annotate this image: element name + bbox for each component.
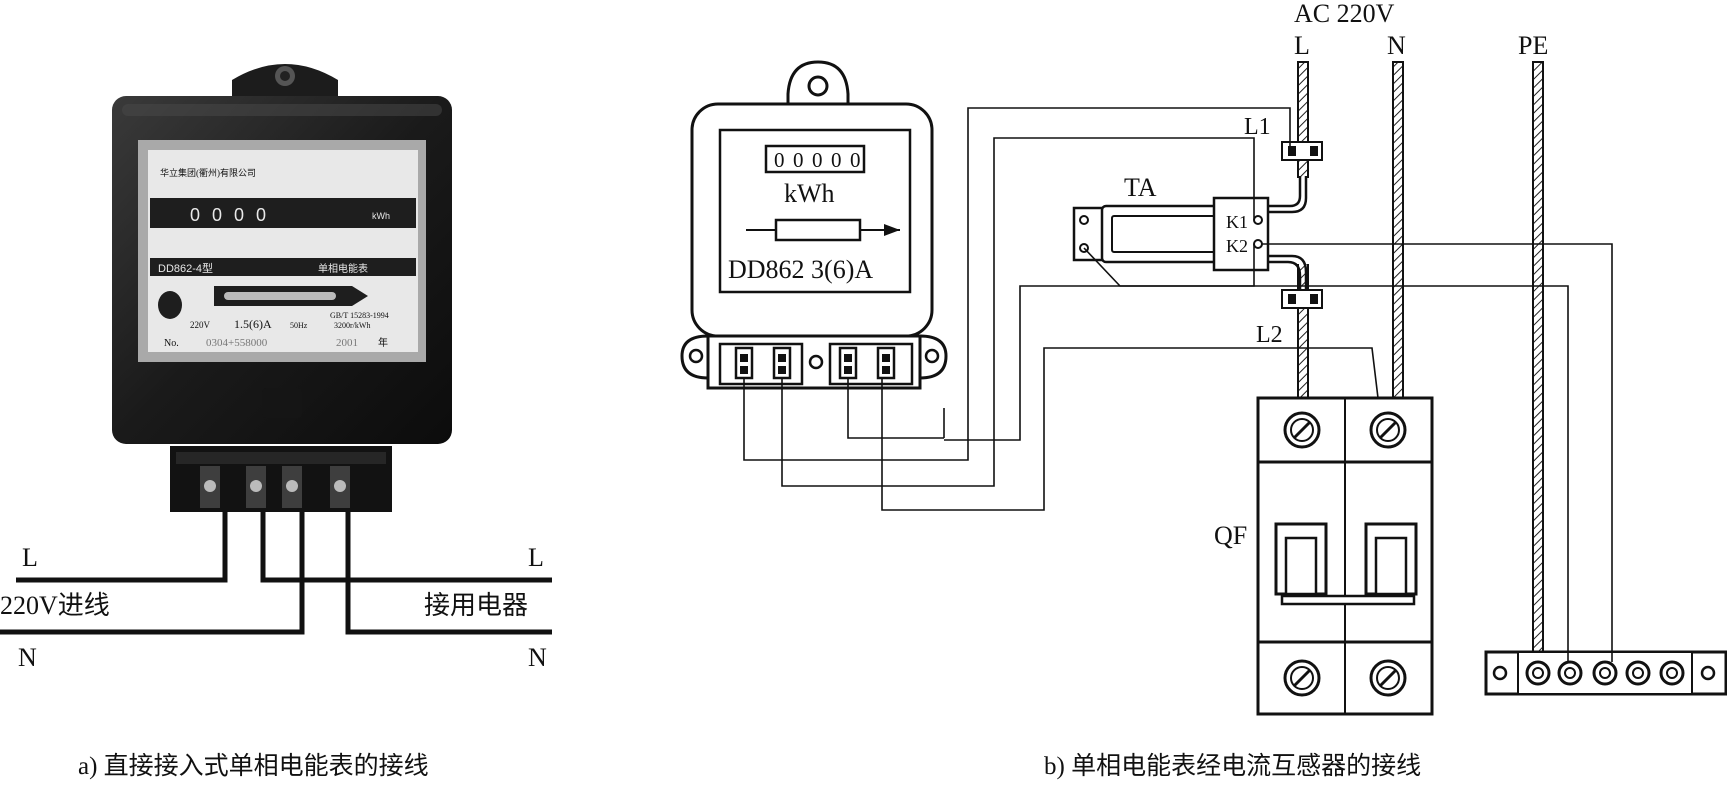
pe-screws <box>1525 660 1685 686</box>
label-output-N: N <box>528 643 547 672</box>
supply-PE-label: PE <box>1518 31 1548 60</box>
nameplate-current: 1.5(6)A <box>234 317 272 331</box>
meter-unit: kWh <box>784 179 835 208</box>
meter-model: DD862 3(6)A <box>728 255 873 284</box>
nameplate-standard: GB/T 15283-1994 <box>330 311 389 320</box>
nameplate-voltage: 220V <box>190 320 211 330</box>
breaker-screws <box>1283 411 1407 697</box>
nameplate-year: 2001 <box>336 337 358 349</box>
direct-meter-wires <box>0 512 552 635</box>
schematic-terminals <box>734 346 896 380</box>
label-L2: L2 <box>1256 322 1283 348</box>
supply-title: AC 220V <box>1294 0 1395 28</box>
terminal-screws <box>200 466 350 508</box>
breaker-handles <box>1274 522 1418 606</box>
current-transformer <box>1072 196 1270 272</box>
schematic-meter: 0 0 0 0 0 kWh DD862 3(6)A <box>680 60 948 390</box>
terminal-block-left <box>170 446 392 512</box>
direct-meter: 华立集团(衢州)有限公司 0000 kWh DD862-4型 单相电能表 GB/… <box>0 64 552 635</box>
nameplate-model: DD862-4型 <box>158 261 213 275</box>
nameplate-type: 单相电能表 <box>318 262 368 275</box>
label-TA: TA <box>1124 173 1157 202</box>
label-input-L: L <box>22 543 38 572</box>
breaker-QF <box>1256 396 1434 716</box>
register-digit: 0 <box>850 148 861 172</box>
label-input-220v: 220V进线 <box>0 591 110 620</box>
label-output-appliance: 接用电器 <box>424 591 528 620</box>
nameplate-frequency: 50Hz <box>290 321 308 330</box>
primary-loop <box>1268 176 1308 300</box>
nameplate-serial-prefix: No. <box>164 338 179 349</box>
pe-terminal-bar <box>1484 650 1727 696</box>
nameplate-year-unit: 年 <box>378 336 388 349</box>
caption-b: b) 单相电能表经电流互感器的接线 <box>1044 752 1421 780</box>
label-K2: K2 <box>1226 236 1248 256</box>
nameplate-serial: 0304+558000 <box>206 337 268 349</box>
supply-L-label: L <box>1294 31 1310 60</box>
label-output-L: L <box>528 543 544 572</box>
label-QF: QF <box>1214 521 1247 550</box>
supply-N-label: N <box>1387 31 1406 60</box>
nameplate-register: 0000 <box>190 205 278 225</box>
bus-clamps <box>1281 141 1323 309</box>
caption-a: a) 直接接入式单相电能表的接线 <box>78 752 429 780</box>
register-digit: 0 <box>793 148 804 172</box>
register-digit: 0 <box>831 148 842 172</box>
register-digit: 0 <box>774 148 785 172</box>
meter-wiring <box>743 107 1613 662</box>
register-digit: 0 <box>812 148 823 172</box>
label-input-N: N <box>18 643 37 672</box>
nameplate-company: 华立集团(衢州)有限公司 <box>160 167 256 178</box>
label-K1: K1 <box>1226 212 1248 232</box>
label-L1: L1 <box>1244 114 1271 140</box>
meter-nameplate: 华立集团(衢州)有限公司 0000 kWh DD862-4型 单相电能表 GB/… <box>150 167 416 349</box>
nameplate-register-unit: kWh <box>372 211 390 221</box>
nameplate-constant: 3200r/kWh <box>334 321 370 330</box>
register-digits: 0 0 0 0 0 <box>774 148 861 172</box>
